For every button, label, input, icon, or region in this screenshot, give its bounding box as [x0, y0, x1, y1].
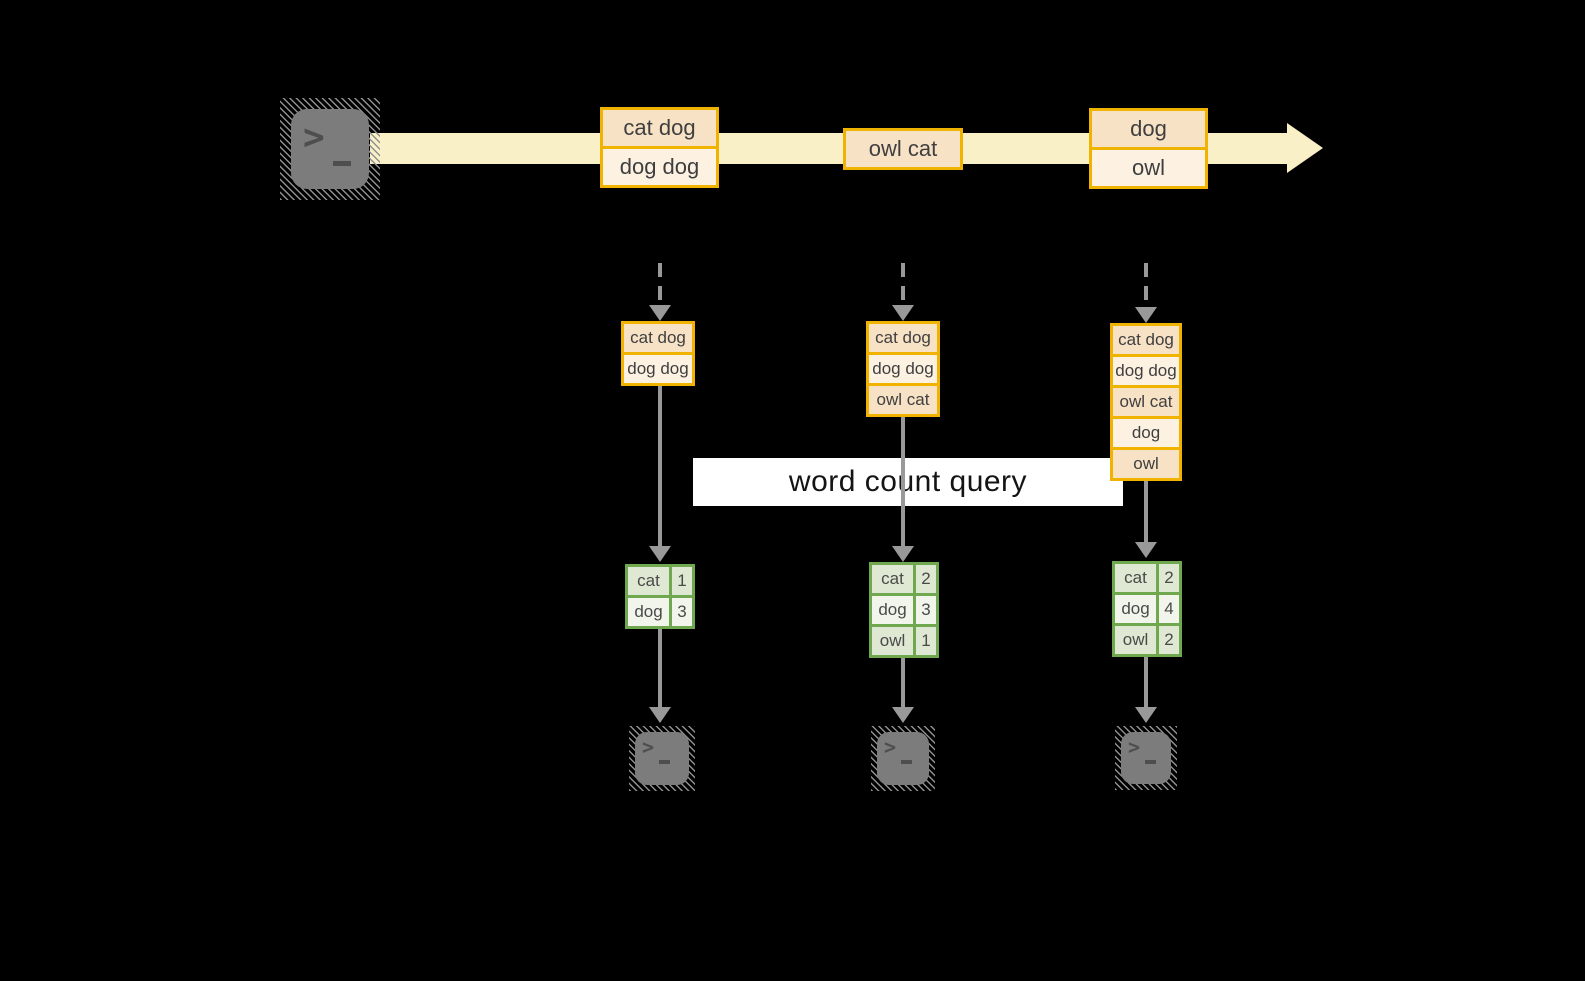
terminal-screen: > — [635, 732, 689, 785]
count-cell: 2 — [1156, 623, 1179, 654]
terminal-icon: > — [1115, 726, 1177, 790]
word-cell: dog — [1115, 592, 1156, 623]
state-buffer-box: cat dog dog dog owl cat — [866, 321, 940, 417]
terminal-icon: > — [629, 726, 695, 791]
flow-arrow — [1144, 481, 1148, 542]
dashed-arrowhead-icon — [892, 305, 914, 321]
flow-arrow — [901, 417, 905, 546]
word-cell: cat — [628, 567, 669, 595]
query-label: word count query — [693, 458, 1123, 506]
count-cell: 4 — [1156, 592, 1179, 623]
stream-event: owl — [1092, 147, 1205, 186]
buffered-event: dog — [1113, 416, 1179, 447]
terminal-icon: > — [280, 98, 380, 200]
flow-arrow — [1144, 657, 1148, 707]
stream-event: dog dog — [603, 146, 716, 185]
flow-arrowhead-icon — [892, 707, 914, 723]
dashed-arrowhead-icon — [649, 305, 671, 321]
prompt-underscore-icon — [659, 760, 670, 764]
stream-arrowhead-icon — [1287, 123, 1323, 173]
flow-arrow — [658, 629, 662, 707]
prompt-underscore-icon — [1145, 760, 1156, 764]
dashed-arrow — [658, 263, 662, 305]
prompt-underscore-icon — [333, 161, 351, 166]
dashed-arrow — [901, 263, 905, 305]
word-count-table: cat 1 dog 3 — [625, 564, 695, 629]
stream-event-box: owl cat — [843, 128, 963, 170]
flow-arrow — [658, 386, 662, 546]
word-cell: dog — [872, 593, 913, 624]
stream-event-box: cat dog dog dog — [600, 107, 719, 188]
stream-event-box: dog owl — [1089, 108, 1208, 189]
count-cell: 2 — [913, 565, 936, 593]
dashed-arrow — [1144, 263, 1148, 305]
stream-event: owl cat — [846, 131, 960, 167]
buffered-event: owl cat — [869, 383, 937, 414]
buffered-event: owl cat — [1113, 385, 1179, 416]
buffered-event: cat dog — [1113, 326, 1179, 354]
count-cell: 1 — [913, 624, 936, 655]
count-cell: 3 — [913, 593, 936, 624]
state-buffer-box: cat dog dog dog — [621, 321, 695, 386]
flow-arrowhead-icon — [1135, 707, 1157, 723]
flow-arrow — [901, 658, 905, 707]
buffered-event: dog dog — [869, 352, 937, 383]
flow-arrowhead-icon — [1135, 542, 1157, 558]
buffered-event: dog dog — [1113, 354, 1179, 385]
terminal-screen: > — [877, 732, 929, 785]
word-cell: cat — [1115, 564, 1156, 592]
buffered-event: owl — [1113, 447, 1179, 478]
prompt-chevron-icon: > — [1128, 735, 1141, 759]
stream-event: dog — [1092, 111, 1205, 147]
prompt-chevron-icon: > — [303, 117, 325, 158]
buffered-event: dog dog — [624, 352, 692, 383]
buffered-event: cat dog — [869, 324, 937, 352]
buffered-event: cat dog — [624, 324, 692, 352]
stream-event: cat dog — [603, 110, 716, 146]
flow-arrowhead-icon — [649, 707, 671, 723]
word-cell: dog — [628, 595, 669, 626]
word-cell: owl — [872, 624, 913, 655]
terminal-screen: > — [1121, 732, 1171, 784]
word-count-table: cat 2 dog 3 owl 1 — [869, 562, 939, 658]
terminal-icon: > — [871, 726, 935, 791]
terminal-screen: > — [291, 109, 369, 189]
count-cell: 1 — [669, 567, 692, 595]
dashed-arrowhead-icon — [1135, 307, 1157, 323]
count-cell: 3 — [669, 595, 692, 626]
flow-arrowhead-icon — [892, 546, 914, 562]
count-cell: 2 — [1156, 564, 1179, 592]
flow-arrowhead-icon — [649, 546, 671, 562]
word-cell: owl — [1115, 623, 1156, 654]
prompt-chevron-icon: > — [642, 735, 655, 759]
word-count-table: cat 2 dog 4 owl 2 — [1112, 561, 1182, 657]
prompt-chevron-icon: > — [884, 735, 897, 759]
state-buffer-box: cat dog dog dog owl cat dog owl — [1110, 323, 1182, 481]
prompt-underscore-icon — [901, 760, 912, 764]
word-cell: cat — [872, 565, 913, 593]
